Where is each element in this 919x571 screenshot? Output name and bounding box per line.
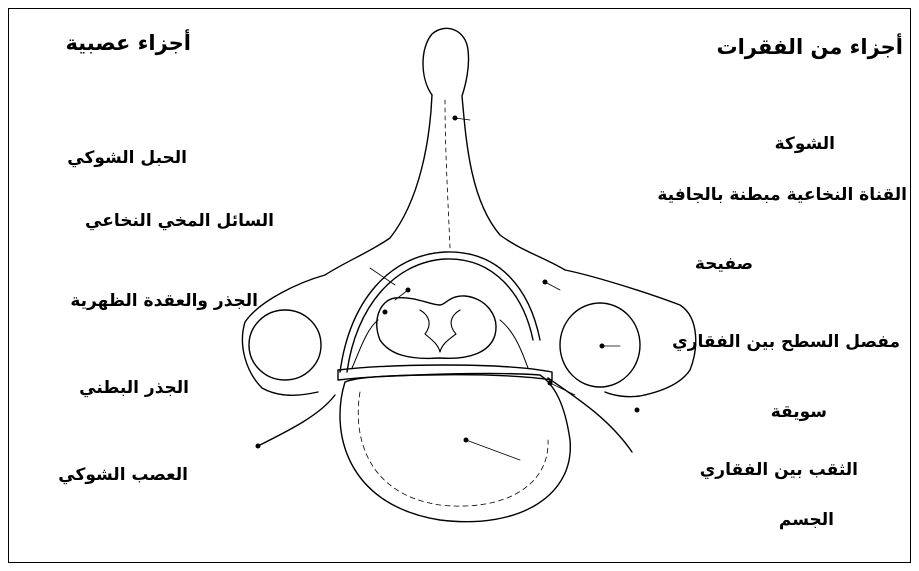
dural-arch-outer	[340, 252, 540, 372]
marker-dot	[383, 310, 388, 315]
marker-dot	[600, 344, 605, 349]
right-nerve-root	[500, 320, 528, 368]
disc-band	[338, 365, 552, 380]
marker-dot	[635, 408, 640, 413]
marker-dot	[464, 438, 469, 443]
left-facet-joint	[249, 310, 321, 380]
spinous-process-outline	[423, 28, 696, 396]
right-spinal-nerve	[548, 378, 632, 452]
marker-dot	[256, 444, 261, 449]
marker-dot	[548, 381, 553, 386]
vertebral-body-inner	[358, 392, 548, 506]
vertebral-body-outline	[340, 373, 570, 521]
dural-arch-inner	[347, 259, 533, 372]
marker-dot	[406, 288, 411, 293]
left-spinal-nerve	[258, 395, 335, 446]
spinal-cord-gray-matter	[420, 310, 460, 352]
marker-dot	[543, 280, 548, 285]
marker-dot	[453, 116, 458, 121]
spinal-cord-outline	[377, 296, 496, 358]
spinous-process-inner-line	[445, 100, 450, 248]
left-nerve-root	[352, 320, 378, 368]
spinous-process-left-edge	[242, 95, 432, 395]
